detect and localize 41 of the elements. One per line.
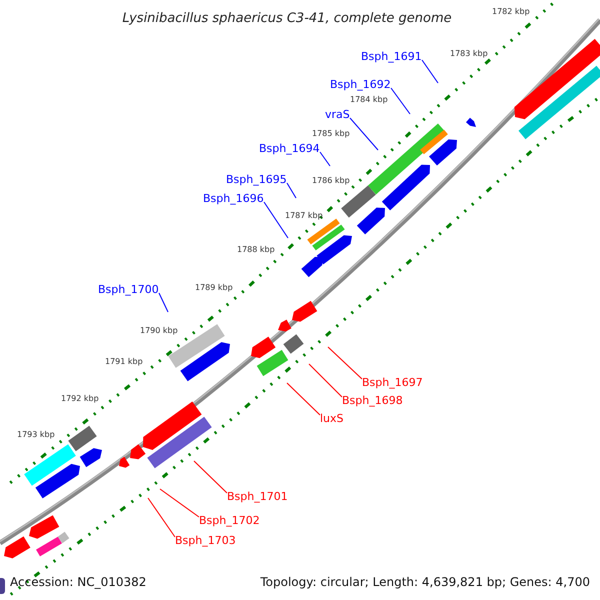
position-label: 1783 kbp	[450, 49, 488, 59]
position-label: 1792 kbp	[61, 394, 99, 404]
position-label: 1788 kbp	[237, 245, 275, 255]
gene-label: Bsph_1696	[203, 192, 264, 205]
leader-line	[350, 118, 378, 150]
leader-line	[286, 182, 296, 198]
leader-line	[422, 60, 438, 84]
leader-line	[390, 88, 410, 114]
gene-label: Bsph_1700	[98, 283, 159, 296]
leader-line	[286, 382, 320, 416]
gene-label: Bsph_1698	[342, 394, 403, 407]
position-label: 1793 kbp	[17, 430, 55, 440]
gene-label: vraS	[325, 108, 350, 121]
position-label: 1791 kbp	[105, 357, 143, 367]
gene-label: Bsph_1692	[330, 78, 391, 91]
genome-stats-text: Topology: circular; Length: 4,639,821 bp; Genes: 4,700	[260, 574, 590, 590]
map-title: Lysinibacillus sphaericus C3-41, complete genome	[121, 10, 453, 28]
gene-label: Bsph_1694	[259, 142, 320, 155]
position-label: 1786 kbp	[312, 176, 350, 186]
gene-label: Bsph_1695	[226, 173, 287, 186]
gene-label: Bsph_1703	[175, 534, 236, 547]
leader-line	[158, 292, 168, 312]
leader-line	[264, 202, 288, 238]
gene-label: Bsph_1702	[199, 514, 260, 527]
leader-line	[148, 498, 176, 538]
position-label: 1787 kbp	[285, 211, 323, 221]
position-label: 1790 kbp	[140, 326, 178, 336]
leader-line	[308, 364, 342, 398]
gene-label: Bsph_1697	[362, 376, 423, 389]
leader-line	[320, 152, 330, 166]
leader-line	[194, 460, 228, 494]
position-label: 1785 kbp	[312, 129, 350, 139]
leader-line	[328, 346, 362, 380]
position-label: 1782 kbp	[492, 7, 530, 17]
gene-label: Bsph_1691	[361, 50, 422, 63]
position-label: 1784 kbp	[350, 95, 388, 105]
position-label: 1789 kbp	[195, 283, 233, 293]
leader-line	[160, 488, 200, 518]
accession-text: Accession: NC_010382	[10, 574, 146, 590]
gene-label: Bsph_1701	[227, 490, 288, 503]
gene-label: luxS	[320, 412, 344, 425]
